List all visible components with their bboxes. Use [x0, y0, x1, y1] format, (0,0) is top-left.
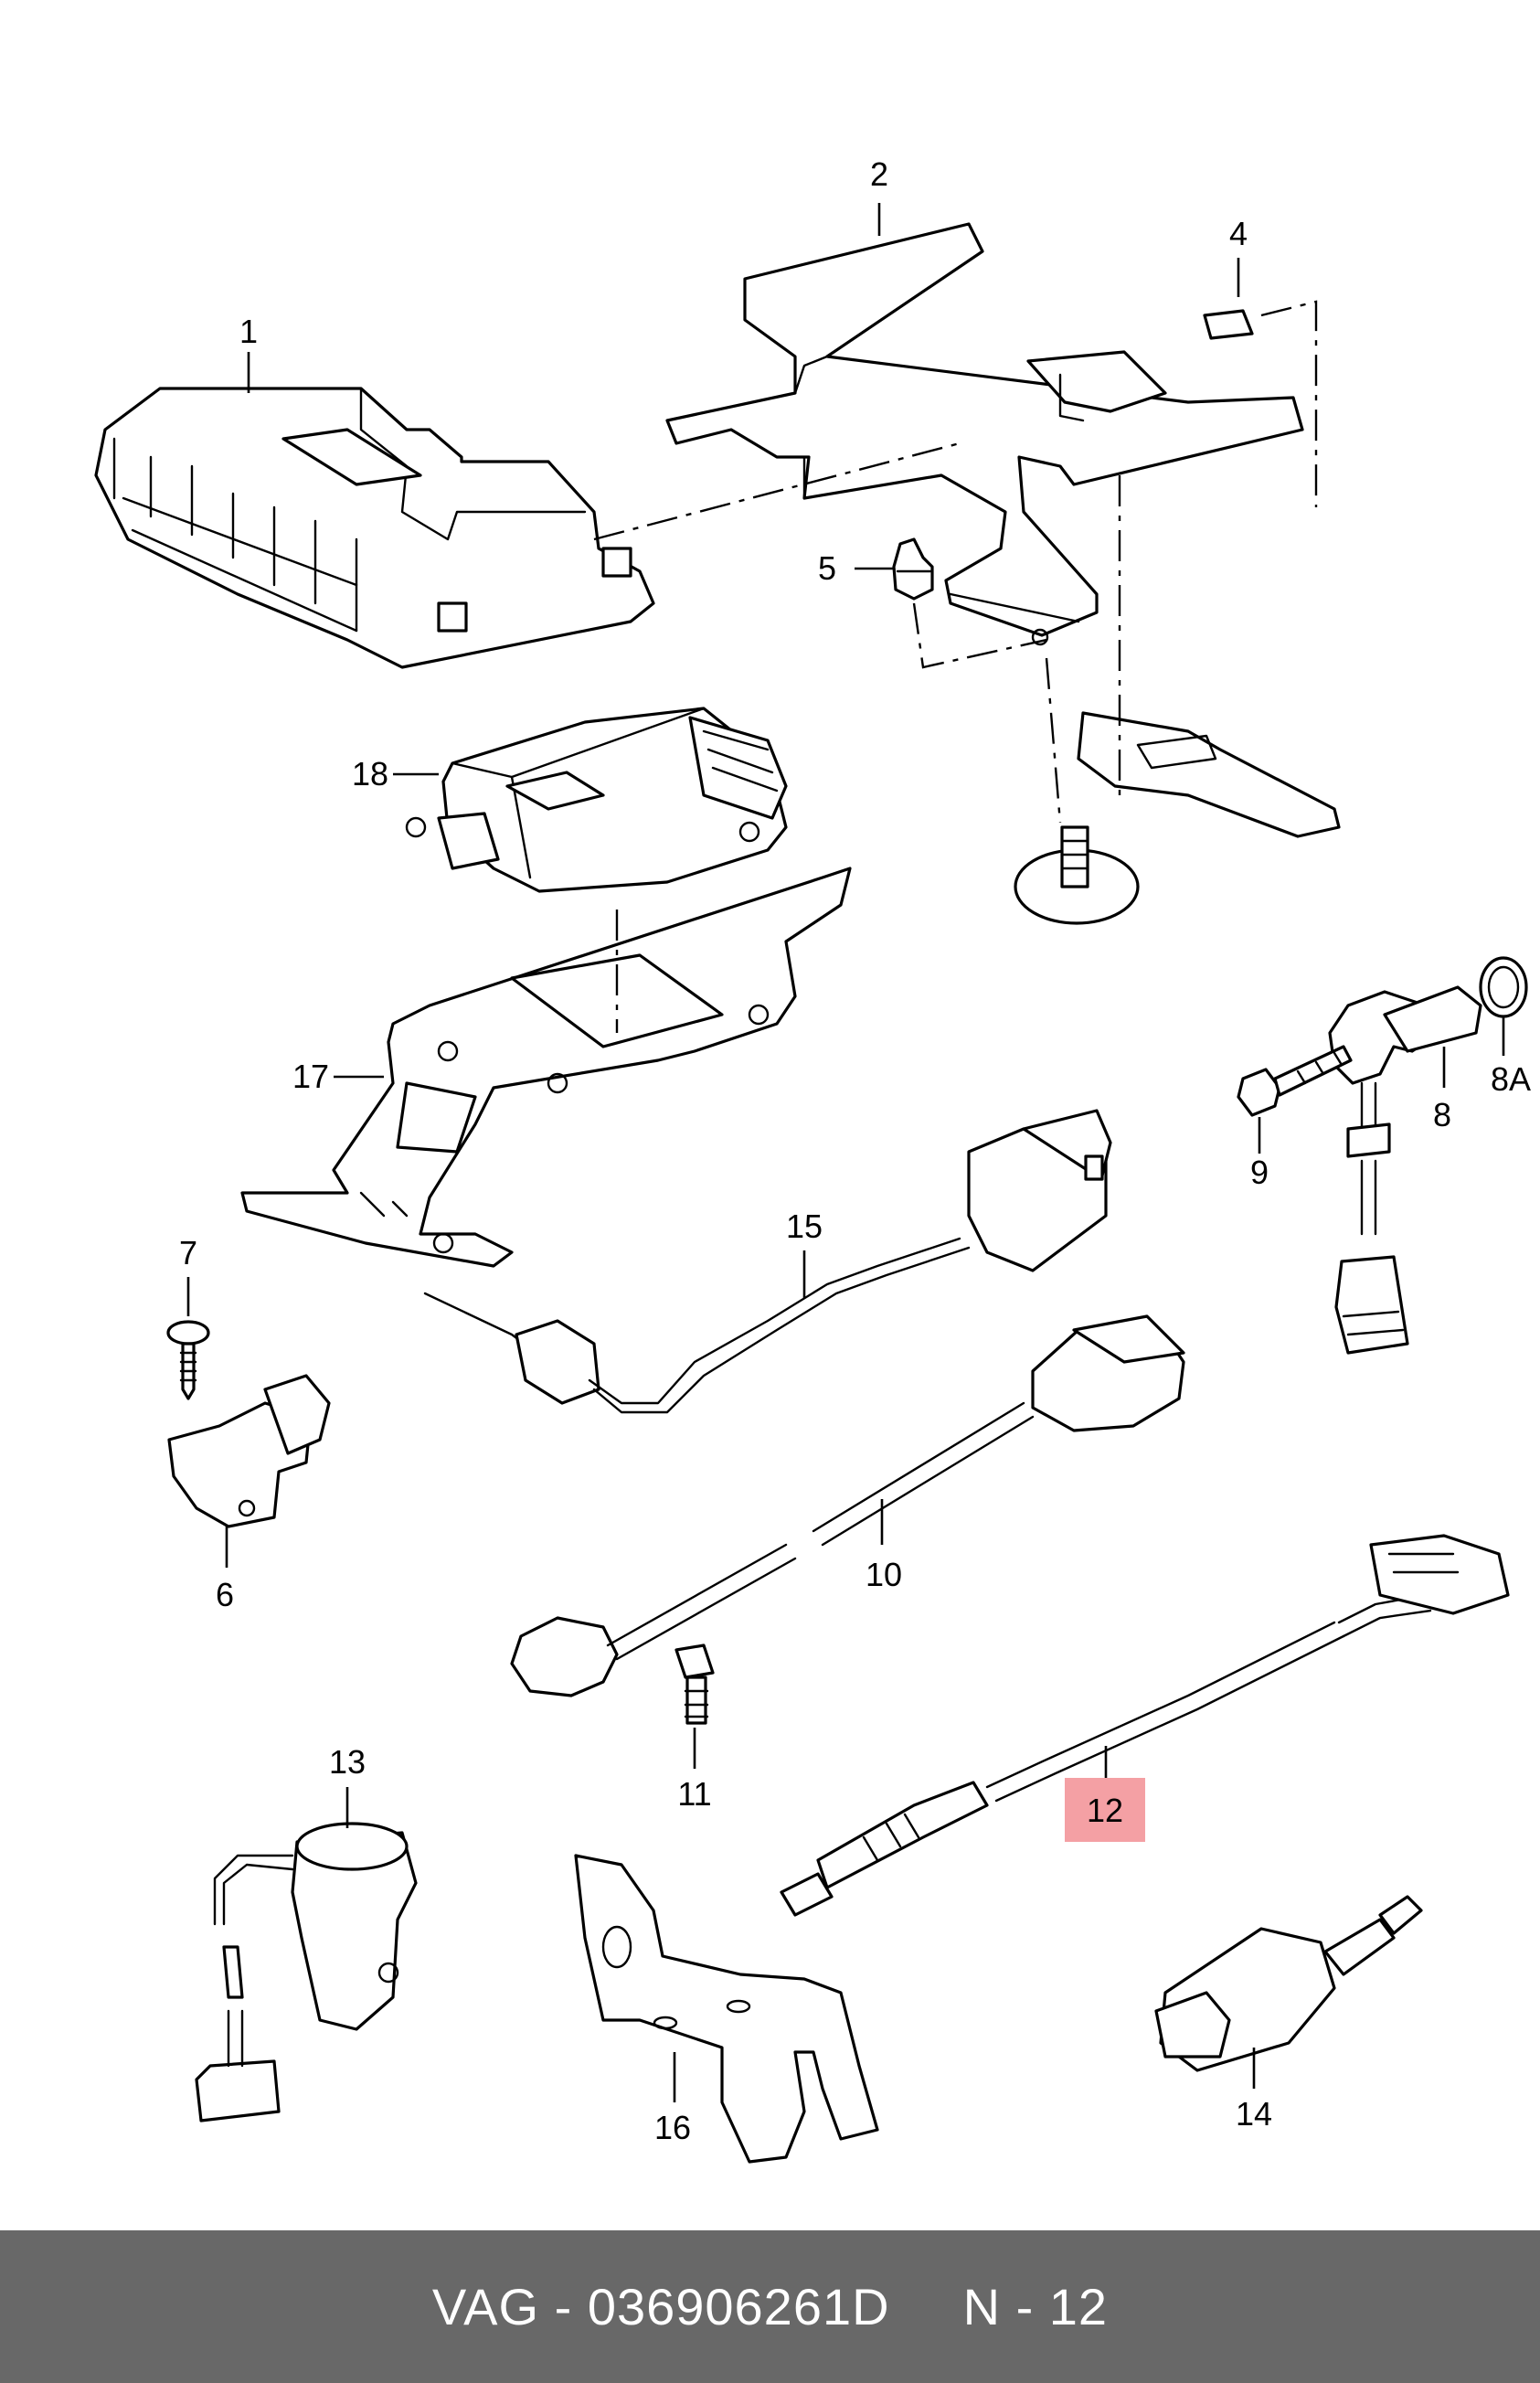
- label-13: 13: [329, 1743, 366, 1781]
- part-10-knock-sensor: [510, 1314, 1185, 1697]
- part-4-pad: [1203, 309, 1254, 340]
- label-17: 17: [292, 1058, 329, 1095]
- footer-brand: VAG: [431, 2278, 540, 2335]
- label-2: 2: [870, 155, 888, 193]
- label-16: 16: [654, 2109, 691, 2146]
- footer-reference: N - 12: [962, 2278, 1109, 2335]
- label-6: 6: [216, 1576, 234, 1613]
- footer-separator: -: [554, 2278, 573, 2335]
- label-14: 14: [1236, 2095, 1272, 2133]
- part-9-bolt: [1237, 1045, 1353, 1117]
- label-8a: 8A: [1491, 1060, 1531, 1098]
- part-1-control-unit: [94, 387, 655, 669]
- part-11-bolt: [674, 1644, 715, 1725]
- part-15-temperature-sensor: [423, 1109, 1112, 1414]
- label-15: 15: [786, 1207, 823, 1245]
- part-17-mounting-plate: [240, 867, 852, 1268]
- label-5: 5: [818, 549, 836, 587]
- part-5-nut: [892, 537, 934, 601]
- label-18: 18: [352, 755, 388, 793]
- footer-part-number: 036906261D: [587, 2278, 890, 2335]
- label-10: 10: [866, 1556, 902, 1593]
- leader-lines: [186, 203, 1505, 2102]
- part-7-screw: [166, 1320, 210, 1400]
- part-16-bracket: [574, 1854, 879, 2164]
- part-12-highlight: [1065, 1778, 1145, 1842]
- exploded-parts-diagram: 1 2 4 5 18 17 7 6 8 8A 9 15 10 11 12 13 …: [94, 155, 1531, 2164]
- label-8: 8: [1433, 1096, 1451, 1133]
- part-13-valve: [195, 1822, 418, 2122]
- part-14-switch: [1154, 1895, 1423, 2072]
- label-7: 7: [179, 1234, 197, 1271]
- part-labels: 1 2 4 5 18 17 7 6 8 8A 9 15 10 11 12 13 …: [179, 155, 1531, 2146]
- part-8-speed-sensor: [1328, 985, 1482, 1355]
- part-18-control-module: [405, 707, 788, 893]
- part-number-footer: VAG - 036906261D N - 12: [0, 2230, 1540, 2383]
- part-2-bracket: [665, 222, 1304, 646]
- label-4: 4: [1229, 215, 1248, 252]
- label-9: 9: [1250, 1154, 1269, 1191]
- mount-stud: [1014, 711, 1341, 925]
- label-11: 11: [677, 1775, 711, 1813]
- label-12: 12: [1087, 1792, 1123, 1829]
- part-6-position-sensor: [167, 1374, 331, 1528]
- label-1: 1: [239, 313, 258, 350]
- part-8a-o-ring: [1479, 956, 1528, 1018]
- alignment-lines: [593, 300, 1318, 1033]
- part-12-lambda-probe: [780, 1534, 1510, 1917]
